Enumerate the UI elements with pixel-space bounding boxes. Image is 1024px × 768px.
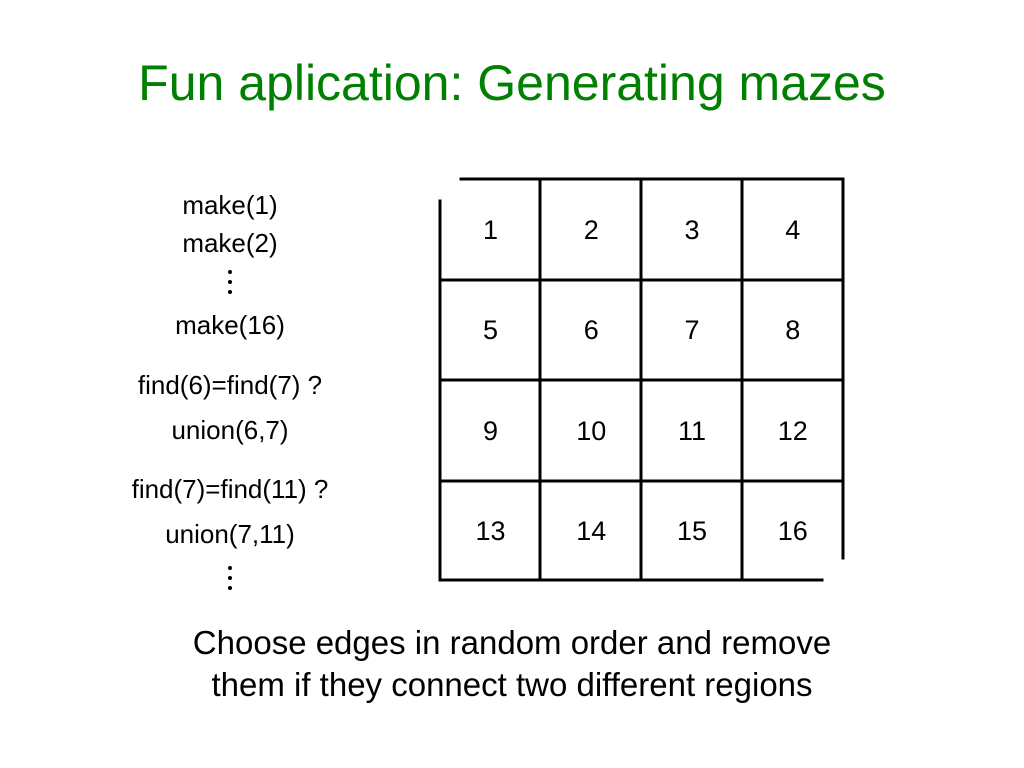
maze-cell-10: 10 xyxy=(576,415,607,446)
caption-line-1: Choose edges in random order and remove xyxy=(192,624,832,661)
op-make-1: make(1) xyxy=(182,190,278,220)
maze-cell-11: 11 xyxy=(677,415,707,446)
maze-cell-1: 1 xyxy=(482,215,499,245)
maze-cell-8: 8 xyxy=(785,315,801,346)
op-make-16: make(16) xyxy=(175,310,285,340)
op-union-6-7: union(6,7) xyxy=(171,415,289,445)
maze-cell-7: 7 xyxy=(684,315,700,346)
maze-cell-13: 13 xyxy=(475,515,506,546)
op-union-7-11: union(7,11) xyxy=(165,519,295,549)
op-find-6-7: find(6)=find(7) ? xyxy=(137,370,323,400)
maze-cell-3: 3 xyxy=(684,215,700,245)
slide-title: Fun aplication: Generating mazes xyxy=(138,55,886,111)
maze-cell-16: 16 xyxy=(777,515,808,546)
maze-cell-9: 9 xyxy=(482,415,499,446)
maze-cell-5: 5 xyxy=(482,315,499,346)
op-find-7-11: find(7)=find(11) ? xyxy=(131,474,329,504)
maze-cell-2: 2 xyxy=(583,215,599,245)
maze-cell-15: 15 xyxy=(676,515,708,546)
maze-cell-14: 14 xyxy=(576,515,607,546)
op-make-2: make(2) xyxy=(182,228,278,258)
caption: Choose edges in random order and remove … xyxy=(0,622,1024,706)
ellipsis-vertical-icon xyxy=(70,566,390,596)
caption-line-2: them if they connect two different regio… xyxy=(211,666,813,704)
maze-cell-6: 6 xyxy=(583,315,599,346)
ellipsis-vertical-icon xyxy=(70,270,390,300)
maze-cell-4: 4 xyxy=(785,215,801,245)
maze-cell-12: 12 xyxy=(777,415,808,446)
